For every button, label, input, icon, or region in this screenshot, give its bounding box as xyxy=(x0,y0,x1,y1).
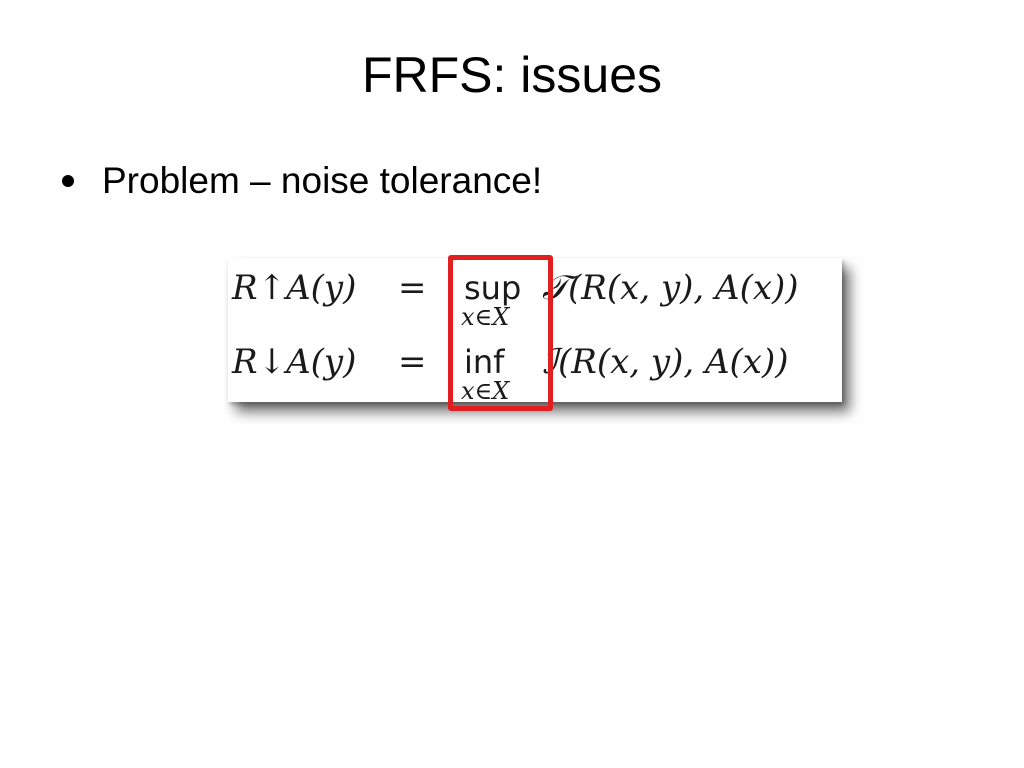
bullet-icon xyxy=(62,175,74,187)
operator-subscript: x∈X xyxy=(461,303,510,331)
slide-title: FRFS: issues xyxy=(361,47,663,103)
equals-sign: = xyxy=(398,342,427,382)
bullet-item: Problem – noise tolerance! xyxy=(60,153,542,209)
operator-subscript: x∈X xyxy=(461,377,510,405)
equation-rhs: ℐ(R(x, y), A(x)) xyxy=(542,342,789,382)
highlight-box xyxy=(448,255,553,411)
operator-inf: inf xyxy=(464,343,505,381)
equals-sign: = xyxy=(398,268,427,308)
equation-lhs: R↑A(y) xyxy=(232,268,357,308)
equation-rhs: 𝒯(R(x, y), A(x)) xyxy=(542,268,799,308)
equation-image: R↑A(y) = sup x∈X 𝒯(R(x, y), A(x)) R↓A(y)… xyxy=(228,258,842,405)
equation-row-upper: R↑A(y) = sup x∈X 𝒯(R(x, y), A(x)) xyxy=(228,262,842,331)
bullet-text: Problem – noise tolerance! xyxy=(102,160,543,201)
equation-row-lower: R↓A(y) = inf x∈X ℐ(R(x, y), A(x)) xyxy=(228,336,842,405)
equation-lhs: R↓A(y) xyxy=(232,342,357,382)
operator-sup: sup xyxy=(464,269,522,307)
